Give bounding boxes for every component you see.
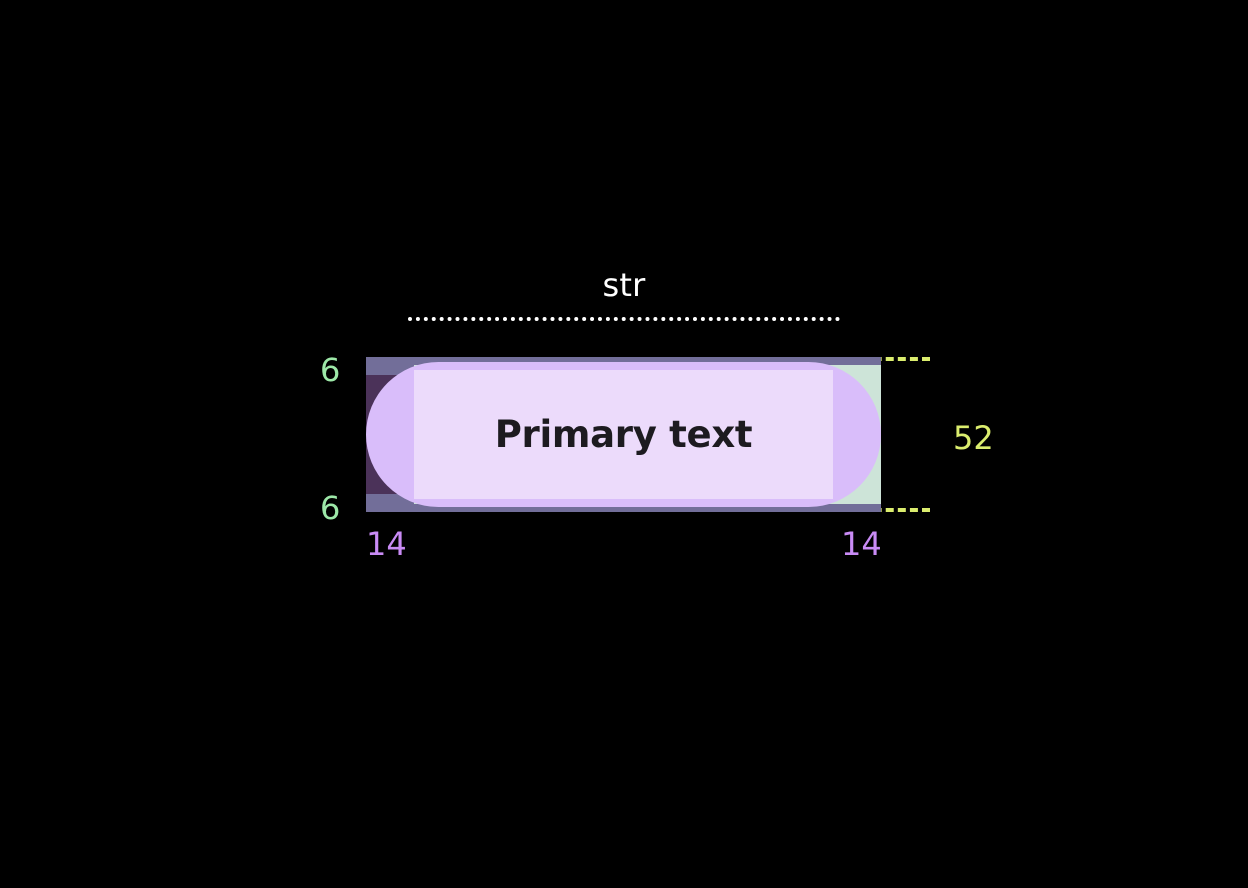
primary-button[interactable]: Primary text	[366, 362, 881, 507]
padding-top-value: 6	[320, 351, 341, 389]
width-annotation-rule	[408, 317, 840, 321]
button-content-box	[414, 370, 833, 499]
padding-left-value: 14	[366, 525, 407, 563]
padding-right-value: 14	[841, 525, 882, 563]
height-value: 52	[953, 419, 994, 457]
padding-bottom-value: 6	[320, 489, 341, 527]
width-annotation-label: str	[602, 266, 646, 304]
primary-button-label: Primary text	[494, 413, 753, 456]
